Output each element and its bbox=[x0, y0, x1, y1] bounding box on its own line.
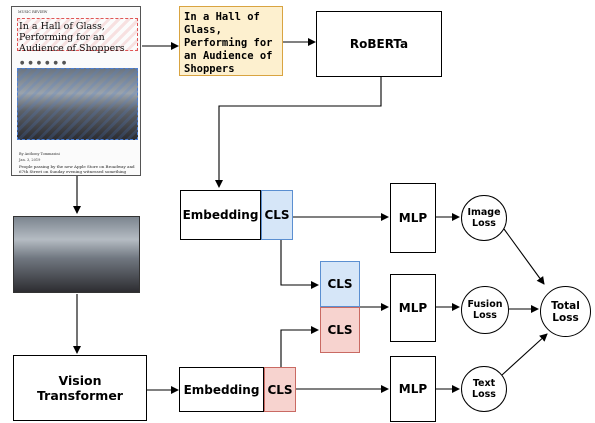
article-headline: In a Hall of Glass, Performing for an Au… bbox=[19, 21, 125, 54]
news-article: MUSIC REVIEW In a Hall of Glass, Perform… bbox=[11, 6, 141, 176]
cls-fusion-top-label: CLS bbox=[327, 277, 353, 291]
vision-transformer-label: Vision Transformer bbox=[37, 373, 123, 403]
text-loss-label: Text Loss bbox=[472, 378, 496, 400]
vision-transformer-box: Vision Transformer bbox=[13, 355, 147, 421]
cls-bottom-token: CLS bbox=[264, 367, 296, 412]
article-body: People passing by the new Apple Store on… bbox=[19, 164, 135, 175]
mlp-fusion-box: MLP bbox=[390, 274, 436, 342]
embedding-top-box: Embedding bbox=[180, 190, 261, 240]
cls-top-label: CLS bbox=[264, 208, 290, 222]
article-byline: By Anthony Tommasini bbox=[19, 152, 60, 156]
embedding-bottom-label: Embedding bbox=[183, 382, 260, 397]
total-loss-label: Total Loss bbox=[551, 299, 580, 324]
arrow-cls-top-to-fusion bbox=[280, 240, 319, 289]
embedding-top-label: Embedding bbox=[182, 208, 259, 222]
image-highlight-box bbox=[17, 68, 138, 140]
cls-bottom-label: CLS bbox=[267, 382, 293, 397]
total-loss-node: Total Loss bbox=[540, 286, 591, 337]
arrow-text-loss-to-total bbox=[501, 333, 548, 376]
arrow-image-loss-to-total bbox=[503, 228, 545, 285]
cls-fusion-bottom-token: CLS bbox=[320, 307, 360, 353]
roberta-label: RoBERTa bbox=[349, 37, 409, 51]
article-section: MUSIC REVIEW bbox=[18, 10, 48, 14]
text-highlight-box bbox=[17, 18, 138, 51]
cls-top-token: CLS bbox=[261, 190, 293, 240]
arrow-roberta-to-embedding bbox=[215, 77, 382, 188]
cls-fusion-top-token: CLS bbox=[320, 261, 360, 307]
roberta-box: RoBERTa bbox=[316, 11, 442, 77]
text-loss-node: Text Loss bbox=[461, 366, 507, 412]
image-loss-label: Image Loss bbox=[467, 207, 501, 229]
fusion-loss-node: Fusion Loss bbox=[461, 286, 509, 334]
mlp-image-label: MLP bbox=[398, 211, 428, 225]
mlp-image-box: MLP bbox=[390, 183, 436, 253]
caption-text-box: In a Hall of Glass, Performing for an Au… bbox=[179, 6, 283, 76]
arrow-cls-bottom-to-fusion bbox=[280, 326, 319, 367]
cls-fusion-bottom-label: CLS bbox=[327, 323, 353, 337]
mlp-text-label: MLP bbox=[398, 382, 428, 396]
mlp-fusion-label: MLP bbox=[398, 301, 428, 315]
article-photo bbox=[17, 68, 138, 140]
article-date: Jan. 3, 2019 bbox=[19, 158, 41, 162]
image-loss-node: Image Loss bbox=[461, 195, 507, 241]
embedding-bottom-box: Embedding bbox=[179, 367, 264, 412]
fusion-loss-label: Fusion Loss bbox=[467, 299, 503, 321]
extracted-image bbox=[13, 216, 140, 293]
share-icons: ●●●●●● bbox=[20, 60, 71, 66]
mlp-text-box: MLP bbox=[390, 356, 436, 422]
